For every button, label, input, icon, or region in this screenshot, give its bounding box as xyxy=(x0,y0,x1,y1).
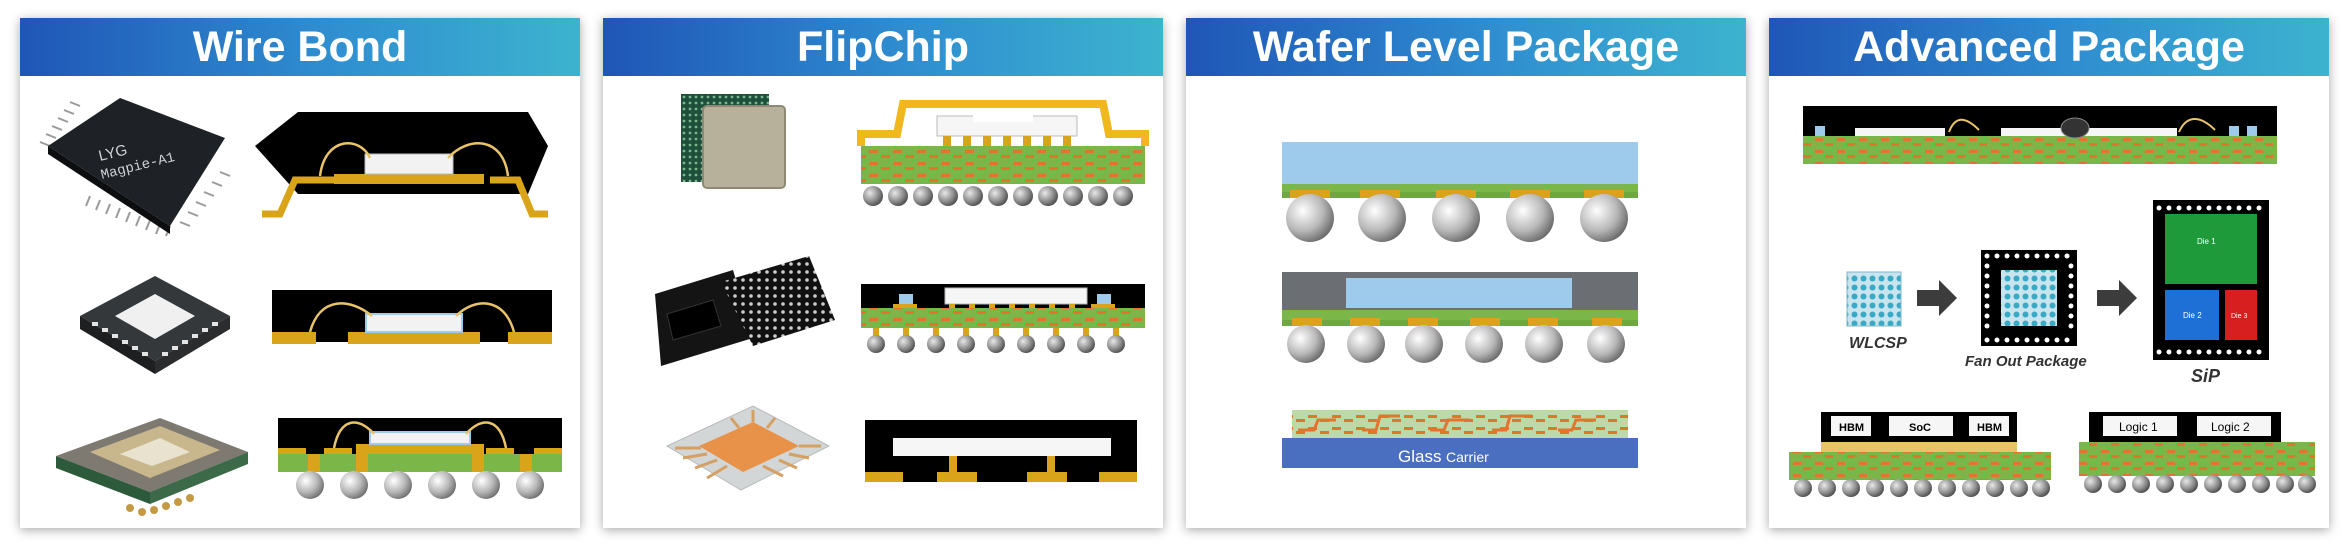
logic-dual-die-cross-section: Logic 1 Logic 2 xyxy=(2079,412,2316,493)
hbm-2_5d-cross-section: HBM SoC HBM xyxy=(1789,412,2051,497)
sip-module-cross-section xyxy=(1803,106,2277,164)
wire-bond-illustrations: LYG Magpie-A1 xyxy=(39,98,562,516)
soc-label: SoC xyxy=(1909,422,1931,434)
logic2-label: Logic 2 xyxy=(2211,420,2250,434)
wlcsp-icon: WLCSP xyxy=(1846,271,1907,352)
hbm-left-label: HBM xyxy=(1839,422,1864,434)
panel-body xyxy=(603,76,1163,528)
wlp-illustrations: Glass Carrier xyxy=(1282,142,1638,468)
solder-ball-row xyxy=(296,471,544,499)
arrow-icon xyxy=(1917,280,1957,316)
bga-wb-cross-section xyxy=(278,418,562,499)
fc-lidded-cross-section xyxy=(857,100,1149,206)
fc-bga-cross-section xyxy=(861,284,1145,353)
qfp-cross-section xyxy=(255,112,548,218)
panel-title: FlipChip xyxy=(603,18,1163,76)
panel-wafer-level-package: Wafer Level Package xyxy=(1186,18,1746,528)
panel-wire-bond: Wire Bond LYG xyxy=(20,18,580,528)
fanout-label: Fan Out Package xyxy=(1965,353,2087,370)
sip-icon: Die 1 Die 2 Die 3 SiP xyxy=(2153,200,2269,386)
logic1-label: Logic 1 xyxy=(2119,420,2158,434)
advanced-illustrations: WLCSP xyxy=(1789,106,2316,497)
glass-carrier-cross-section: Glass Carrier xyxy=(1282,410,1638,468)
qfp-chip-image: LYG Magpie-A1 xyxy=(39,98,231,237)
hbm-right-label: HBM xyxy=(1977,422,2002,434)
fc-qfn-cross-section xyxy=(865,420,1137,482)
panel-body: Glass Carrier xyxy=(1186,76,1746,528)
chip-brand-text: LYG xyxy=(97,141,129,164)
bga-cutaway-image xyxy=(56,418,248,516)
panel-title: Wafer Level Package xyxy=(1186,18,1746,76)
wlcsp-cross-section xyxy=(1282,142,1638,242)
fanout-package-icon: Fan Out Package xyxy=(1965,250,2087,370)
sip-label: SiP xyxy=(2191,366,2221,386)
panel-title: Advanced Package xyxy=(1769,18,2329,76)
panel-body: LYG Magpie-A1 xyxy=(20,76,580,528)
flipchip-illustrations xyxy=(655,94,1149,491)
qfn-cross-section xyxy=(272,290,552,344)
glass-label-main: Glass xyxy=(1398,447,1441,466)
qfn-chip-image xyxy=(80,276,230,374)
panel-flipchip: FlipChip xyxy=(603,18,1163,528)
fanout-wlp-cross-section xyxy=(1282,272,1638,363)
fc-qfn-image xyxy=(665,405,831,491)
panel-advanced-package: Advanced Package xyxy=(1769,18,2329,528)
panel-body: WLCSP xyxy=(1769,76,2329,528)
sip-die2-label: Die 2 xyxy=(2183,311,2202,320)
sip-die1-label: Die 1 xyxy=(2197,237,2216,246)
wlcsp-label: WLCSP xyxy=(1849,335,1907,352)
panel-title: Wire Bond xyxy=(20,18,580,76)
sip-die3-label: Die 3 xyxy=(2231,313,2247,320)
glass-label-sub: Carrier xyxy=(1446,449,1489,465)
fc-bga-image xyxy=(655,256,835,366)
fc-package-image xyxy=(681,94,786,189)
arrow-icon xyxy=(2097,280,2137,316)
